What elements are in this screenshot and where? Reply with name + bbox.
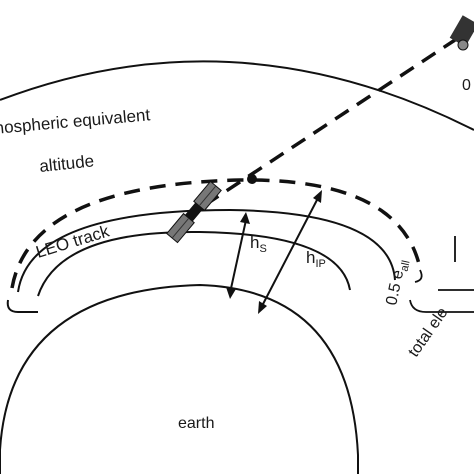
ionosphere-shell-dashed — [10, 178, 422, 289]
elevation-vertical-marker — [438, 236, 474, 291]
leo-orbit-arc — [17, 208, 396, 293]
ionosphere-label-line1: ionospheric equivalent — [0, 105, 151, 139]
outer-atmosphere-arc — [0, 60, 474, 131]
h-s-arrow — [226, 212, 250, 299]
gnss-satellite-icon — [449, 15, 474, 51]
h-ip-arrow — [258, 190, 322, 314]
signal-path-dashed — [204, 38, 456, 207]
satellite-icon — [166, 180, 222, 244]
total-elevation-bracket — [409, 299, 474, 313]
h-s-label: hS — [250, 233, 267, 255]
inner-atmosphere-arc — [37, 230, 351, 297]
elevation-bracket-line — [414, 269, 423, 283]
left-bracket — [6, 299, 38, 313]
piercing-point-dot — [247, 174, 257, 184]
ionosphere-label-line2: altitude — [38, 151, 95, 176]
earth-label: earth — [178, 415, 214, 432]
h-ip-label: hIP — [306, 248, 326, 270]
half-elevation-label: 0.5 eall — [383, 258, 412, 308]
top-right-fragment-label: 0 — [462, 77, 471, 94]
earth-dome — [0, 283, 359, 474]
total-elevation-label: total ele — [405, 305, 451, 361]
